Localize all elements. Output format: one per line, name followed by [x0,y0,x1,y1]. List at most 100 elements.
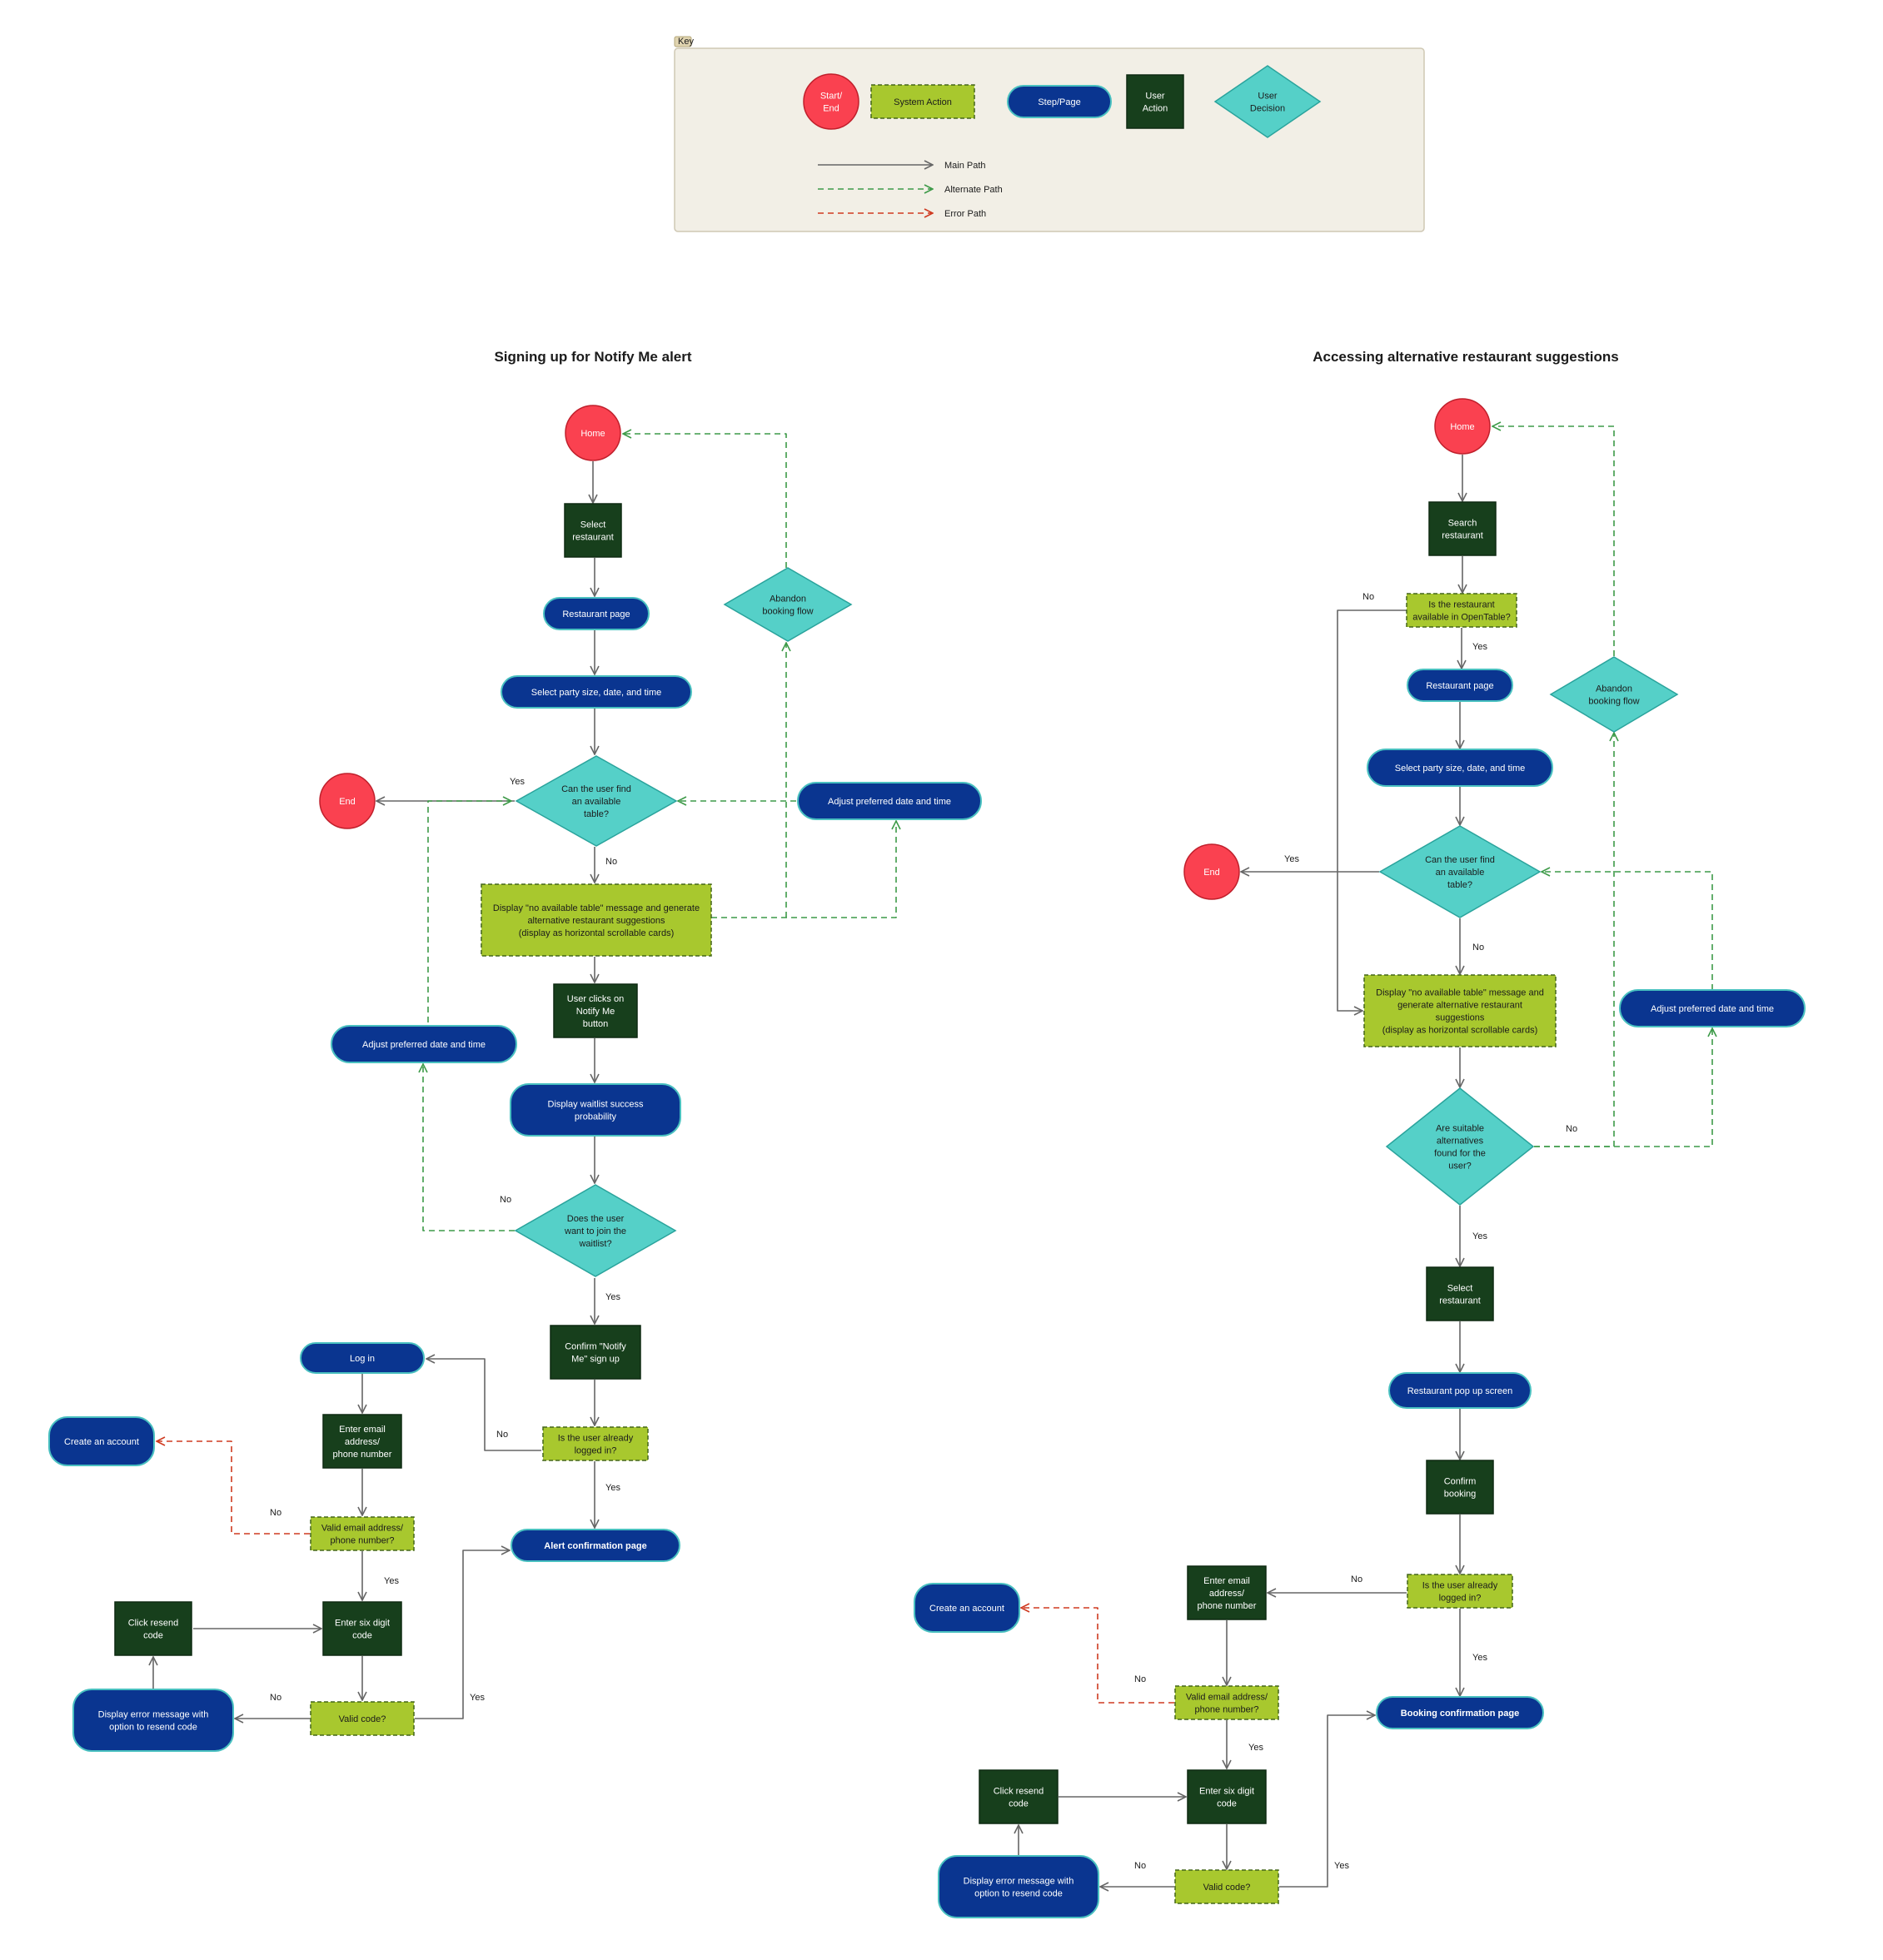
right-label-no-table: No [1472,943,1484,953]
right-label-no-alts: No [1566,1124,1577,1134]
right-label-yes-code: Yes [1334,1861,1349,1871]
key-start-end-label: End [823,104,839,114]
left-notify-click-label: Notify Me [576,1007,615,1017]
left-enter-email-label: phone number [333,1450,392,1460]
right-label-yes-opentable: Yes [1472,642,1487,652]
left-label-yes-email: Yes [384,1576,399,1586]
right-select-party-label: Select party size, date, and time [1395,764,1526,774]
right-click-resend-label: Click resend [994,1787,1044,1797]
right-enter-code-shape [1187,1769,1267,1824]
right-enter-email-label: address/ [1209,1589,1245,1599]
left-alert-confirm: Alert confirmation page [511,1529,680,1562]
left-join-waitlist-label: want to join the [564,1226,626,1236]
right-home: Home [1434,398,1491,455]
right-select-restaurant-shape [1426,1266,1494,1321]
right-no-table-msg-shape [1363,974,1557,1047]
key-user-decision-label: Decision [1250,104,1285,114]
left-enter-email-label: address/ [345,1437,381,1447]
left-valid-code: Valid code? [310,1701,415,1736]
left-adjust-mid-shape [331,1025,517,1063]
key-system-action-shape [870,84,975,119]
right-in-opentable-shape [1406,593,1517,628]
left-error-msg-shape [72,1689,234,1752]
right-end: End [1183,843,1240,900]
left-alert-confirm-shape [511,1529,680,1562]
left-log-in-shape [300,1342,425,1374]
left-enter-email: Enter email address/phone number [322,1414,402,1469]
left-logged-in-shape [542,1426,649,1461]
right-error-msg-label: Display error message with [964,1877,1074,1887]
key-start-end: Start/End [803,73,859,130]
left-confirm-notify-label: Me" sign up [571,1355,620,1365]
left-restaurant-page-label: Restaurant page [562,609,630,619]
e-la6-alternate-path [423,1064,515,1231]
left-label-no-login: No [496,1430,508,1440]
left-adjust-top: Adjust preferred date and time [797,782,982,820]
left-join-waitlist-label: waitlist? [578,1239,611,1249]
e-ra1-alternate-path [1492,426,1615,656]
right-search-restaurant-label: Search [1448,519,1477,529]
right-select-party: Select party size, date, and time [1367,749,1553,787]
right-select-party-shape [1367,749,1553,787]
left-adjust-mid: Adjust preferred date and time [331,1025,517,1063]
left-can-find-table-shape [515,755,678,847]
left-click-resend-label: code [143,1631,163,1641]
key-user-action-shape [1126,74,1184,129]
right-click-resend-shape [979,1769,1059,1824]
left-home-shape [565,405,621,461]
left-valid-code-label: Valid code? [339,1714,386,1724]
key-error-path-label: Error Path [944,209,986,219]
right-can-find-table-shape [1378,825,1542,918]
right-logged-in-label: Is the user already [1422,1581,1498,1591]
left-enter-email-label: Enter email [339,1425,386,1435]
right-no-table-msg-label: suggestions [1436,1013,1485,1023]
left-enter-code-shape [322,1601,402,1656]
key-main-path-label: Main Path [944,161,986,171]
right-can-find-table-label: an available [1436,868,1485,878]
right-create-account-shape [914,1583,1020,1633]
right-booking-confirm-label: Booking confirmation page [1401,1709,1519,1719]
left-notify-click-label: User clicks on [567,994,624,1004]
right-popup-shape [1388,1372,1532,1409]
left-logged-in-label: Is the user already [558,1434,634,1444]
left-adjust-top-shape [797,782,982,820]
right-abandon-label: booking flow [1588,697,1639,707]
left-valid-email-label: Valid email address/ [321,1524,404,1534]
key-user-decision-label: User [1258,92,1278,102]
e-l12-main-path [426,1359,541,1451]
left-select-restaurant-label: restaurant [572,533,614,543]
right-confirm-booking-label: Confirm [1444,1477,1477,1487]
e-r22-main-path [1279,1715,1375,1888]
left-no-table-msg-label: alternative restaurant suggestions [527,916,665,926]
right-booking-confirm-shape [1376,1696,1544,1729]
right-suitable-alts-label: found for the [1434,1149,1486,1159]
right-confirm-booking: Confirm booking [1426,1460,1494,1515]
right-can-find-table-label: Can the user find [1425,855,1495,865]
right-confirm-booking-label: booking [1444,1490,1477,1500]
left-join-waitlist-shape [514,1184,677,1277]
left-waitlist-prob-label: probability [575,1112,617,1122]
left-can-find-table-label: an available [572,797,621,807]
left-valid-email-shape [310,1516,415,1551]
right-restaurant-page-shape [1407,669,1513,702]
e-re1-error-path [1021,1608,1174,1704]
right-valid-email-label: phone number? [1194,1705,1258,1715]
right-create-account: Create an account [914,1583,1020,1633]
